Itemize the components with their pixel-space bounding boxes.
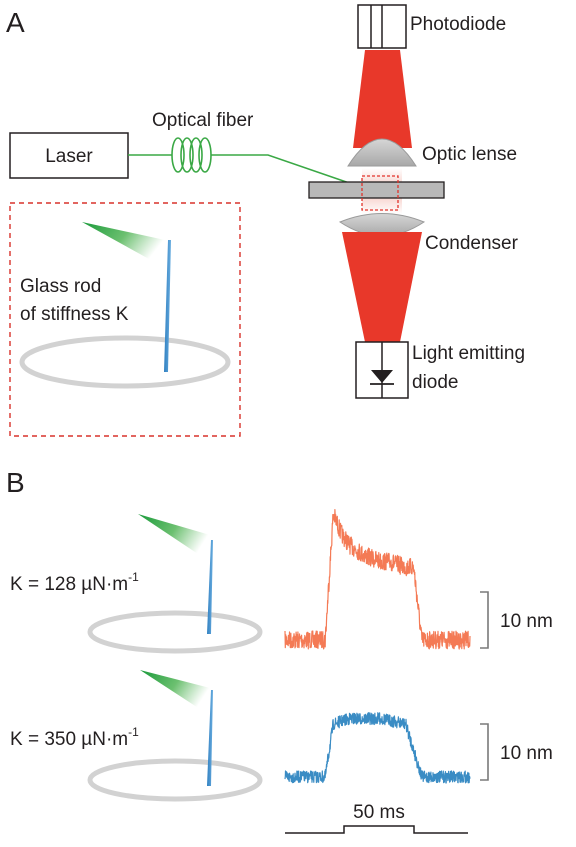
- sample-ring-2: [87, 758, 263, 802]
- led-label-line2: diode: [412, 372, 459, 393]
- led-label-line1: Light emitting: [412, 343, 525, 364]
- scale-bar-10nm-1: [480, 591, 489, 649]
- optical-fiber: [128, 137, 359, 187]
- glass-rod-label-line2: of stiffness K: [20, 304, 129, 325]
- glass-rod-label-line1: Glass rod: [20, 276, 101, 297]
- glass-rod-icon-2: [207, 690, 213, 786]
- laser-box: [9, 132, 129, 179]
- glass-rod-icon-1: [207, 540, 213, 634]
- upper-light-beam: [353, 50, 412, 148]
- fiber-tip-light-icon-2: [140, 670, 210, 713]
- time-scale-label: 50 ms: [353, 802, 405, 823]
- photodiode-label: Photodiode: [410, 14, 506, 35]
- optic-lens: [347, 138, 417, 167]
- stiffness-label-1: K = 128 µN·m-1: [10, 570, 139, 595]
- zoom-inset-box: [9, 202, 241, 437]
- scale-bar-10nm-2: [480, 723, 489, 781]
- zoom-region-marker: [361, 175, 399, 211]
- lower-light-beam: [342, 232, 422, 342]
- trace-k350: [284, 712, 471, 784]
- scale-label-1: 10 nm: [500, 611, 553, 632]
- sample-stage: [308, 181, 445, 199]
- laser-label: Laser: [45, 146, 93, 167]
- trace-k128: [284, 509, 471, 650]
- panel-a-letter: A: [6, 7, 25, 38]
- stiffness-label-2: K = 350 µN·m-1: [10, 725, 139, 750]
- condenser-label: Condenser: [425, 233, 519, 254]
- glass-rod-icon: [164, 240, 171, 372]
- sample-ring: [19, 335, 231, 389]
- scale-label-2: 10 nm: [500, 743, 553, 764]
- panel-b-letter: B: [6, 467, 25, 498]
- diode-symbol-icon: [371, 370, 393, 383]
- sample-ring-1: [87, 610, 263, 654]
- optic-lense-label: Optic lense: [422, 144, 517, 165]
- optical-fiber-label: Optical fiber: [152, 110, 254, 131]
- fiber-tip-light-icon-1: [138, 514, 210, 560]
- fiber-tip-light-icon: [82, 222, 165, 264]
- time-scale-pulse: [285, 825, 468, 834]
